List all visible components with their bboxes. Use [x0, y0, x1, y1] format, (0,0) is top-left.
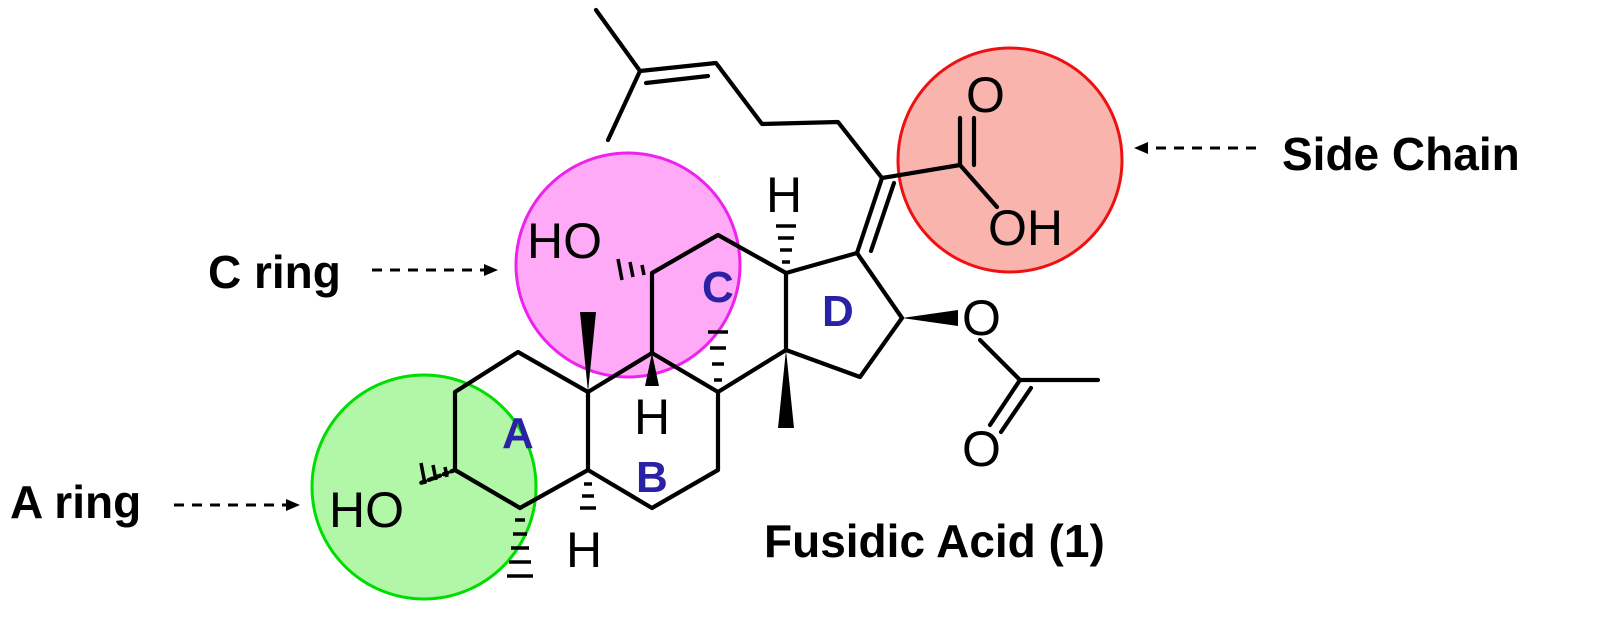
a-ring-annotation: A ring: [10, 476, 141, 528]
h-c13-label: H: [766, 167, 802, 223]
ring-label-b: B: [636, 453, 668, 502]
compound-title: Fusidic Acid (1): [764, 515, 1105, 567]
side-chain-annotation: Side Chain: [1282, 128, 1520, 180]
o-acid-carbonyl-label: O: [966, 67, 1005, 123]
ho-c11-label: HO: [527, 213, 602, 269]
ring-label-c: C: [702, 263, 734, 312]
ring-label-d: D: [822, 287, 854, 336]
c-ring-highlight: [514, 151, 742, 379]
ring-label-a: A: [502, 409, 534, 458]
ho-c3-label: HO: [329, 482, 404, 538]
a-ring-highlight: [310, 373, 538, 601]
o-ester-label: O: [962, 290, 1001, 346]
o-carbonyl-label: O: [962, 421, 1001, 477]
h-c5-label: H: [566, 522, 602, 578]
c-ring-annotation: C ring: [208, 246, 341, 298]
stereo-bonds: [419, 224, 958, 578]
oh-acid-label: OH: [988, 200, 1063, 256]
h-c9-label: H: [634, 389, 670, 445]
side-chain-highlight: [896, 46, 1124, 274]
